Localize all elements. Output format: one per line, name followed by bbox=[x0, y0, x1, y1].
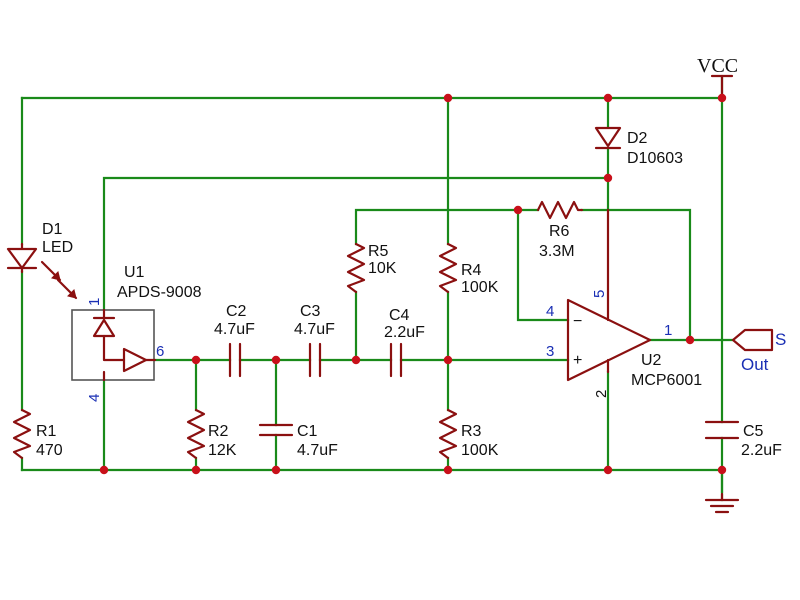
u2-plus-sign: + bbox=[573, 352, 582, 369]
c3-ref: C3 bbox=[300, 303, 321, 320]
out-port-icon bbox=[731, 328, 774, 352]
r5-ref: R5 bbox=[368, 243, 389, 260]
out-port-letter: S bbox=[775, 330, 786, 349]
u1-ref: U1 bbox=[124, 264, 145, 281]
d2-diode bbox=[594, 126, 622, 150]
capacitors bbox=[228, 342, 740, 440]
pin-numbers: 1 4 6 4 3 1 5 2 − + bbox=[86, 290, 672, 402]
wire-r5-top bbox=[354, 208, 520, 246]
u2-minus-sign: − bbox=[573, 313, 582, 330]
u1-buffer bbox=[122, 347, 148, 373]
vcc-label: VCC bbox=[697, 55, 738, 77]
ground-icon bbox=[704, 492, 740, 514]
junction-dot bbox=[603, 173, 613, 183]
r1-ref: R1 bbox=[36, 423, 57, 440]
u2-pin1-number: 1 bbox=[664, 322, 672, 339]
junction-dot bbox=[603, 465, 613, 475]
d1-triangle bbox=[6, 247, 38, 270]
u2-pin3-number: 3 bbox=[546, 343, 554, 360]
junction-dot bbox=[191, 465, 201, 475]
d1-value: LED bbox=[42, 239, 73, 256]
wire-r6-right bbox=[580, 208, 692, 342]
junction-dot bbox=[443, 465, 453, 475]
c5-plates bbox=[704, 420, 740, 440]
junction-dot bbox=[271, 465, 281, 475]
c5-value: 2.2uF bbox=[741, 442, 782, 459]
c1-ref: C1 bbox=[297, 423, 318, 440]
u1-value: APDS-9008 bbox=[117, 284, 202, 301]
r3-ref: R3 bbox=[461, 423, 482, 440]
u2-ref: U2 bbox=[641, 352, 662, 369]
resistors bbox=[12, 200, 584, 460]
u2-pin2-number: 2 bbox=[593, 390, 610, 398]
r4-ref: R4 bbox=[461, 262, 482, 279]
c3-value: 4.7uF bbox=[294, 321, 335, 338]
junction-dot bbox=[717, 465, 727, 475]
junction-dot bbox=[513, 205, 523, 215]
ground-symbol bbox=[704, 492, 740, 514]
component-labels: D1 LED D2 D10603 U1 APDS-9008 U2 MCP6001… bbox=[36, 130, 782, 459]
u1-pin4-number: 4 bbox=[86, 394, 103, 402]
junction-dot bbox=[443, 93, 453, 103]
r1-body bbox=[12, 408, 32, 460]
r1-value: 470 bbox=[36, 442, 63, 459]
r3-body bbox=[438, 408, 458, 460]
junction-dot bbox=[191, 355, 201, 365]
u2-opamp bbox=[566, 208, 652, 382]
d2-ref: D2 bbox=[627, 130, 648, 147]
junction-dot bbox=[717, 93, 727, 103]
wire-feedback-left bbox=[516, 208, 570, 322]
junction-dot bbox=[271, 355, 281, 365]
wire-u1-pin1 bbox=[102, 176, 610, 312]
u1-internal-wire bbox=[102, 334, 126, 362]
r5-body bbox=[346, 242, 366, 294]
u1-pin6-number: 6 bbox=[156, 343, 164, 360]
r4-body bbox=[438, 242, 458, 294]
d2-triangle bbox=[594, 126, 622, 148]
output-net-label: S Out bbox=[731, 328, 786, 374]
c4-value: 2.2uF bbox=[384, 324, 425, 341]
c4-plates bbox=[389, 342, 403, 378]
u1-pin1-number: 1 bbox=[86, 298, 103, 306]
d1-arrow1-head bbox=[51, 271, 61, 281]
r2-value: 12K bbox=[208, 442, 237, 459]
r3-value: 100K bbox=[461, 442, 499, 459]
r2-ref: R2 bbox=[208, 423, 229, 440]
c3-plates bbox=[308, 342, 322, 378]
u1-body bbox=[71, 309, 155, 381]
u2-pin5-number: 5 bbox=[591, 290, 608, 298]
d2-value: D10603 bbox=[627, 150, 683, 167]
r4-value: 100K bbox=[461, 279, 499, 296]
c1-value: 4.7uF bbox=[297, 442, 338, 459]
c5-ref: C5 bbox=[743, 423, 764, 440]
junction-dot bbox=[443, 355, 453, 365]
u2-value: MCP6001 bbox=[631, 372, 702, 389]
d1-ref: D1 bbox=[42, 221, 63, 238]
r6-body bbox=[536, 200, 584, 220]
out-port-name: Out bbox=[741, 355, 769, 374]
r5-value: 10K bbox=[368, 260, 397, 277]
junction-dot bbox=[685, 335, 695, 345]
junction-dot bbox=[603, 93, 613, 103]
d1-led bbox=[6, 242, 78, 300]
u1-sensor bbox=[71, 308, 157, 382]
junction-dot bbox=[99, 465, 109, 475]
c4-ref: C4 bbox=[389, 307, 410, 324]
junctions bbox=[99, 93, 727, 475]
r6-value: 3.3M bbox=[539, 243, 575, 260]
c2-plates bbox=[228, 342, 242, 378]
r6-ref: R6 bbox=[549, 223, 570, 240]
c1-plates bbox=[258, 423, 294, 437]
c2-value: 4.7uF bbox=[214, 321, 255, 338]
c2-ref: C2 bbox=[226, 303, 247, 320]
r2-body bbox=[186, 408, 206, 460]
junction-dot bbox=[351, 355, 361, 365]
vcc-symbol: VCC bbox=[697, 55, 738, 100]
d1-arrow2-head bbox=[67, 289, 77, 299]
u2-pin4-number: 4 bbox=[546, 303, 554, 320]
